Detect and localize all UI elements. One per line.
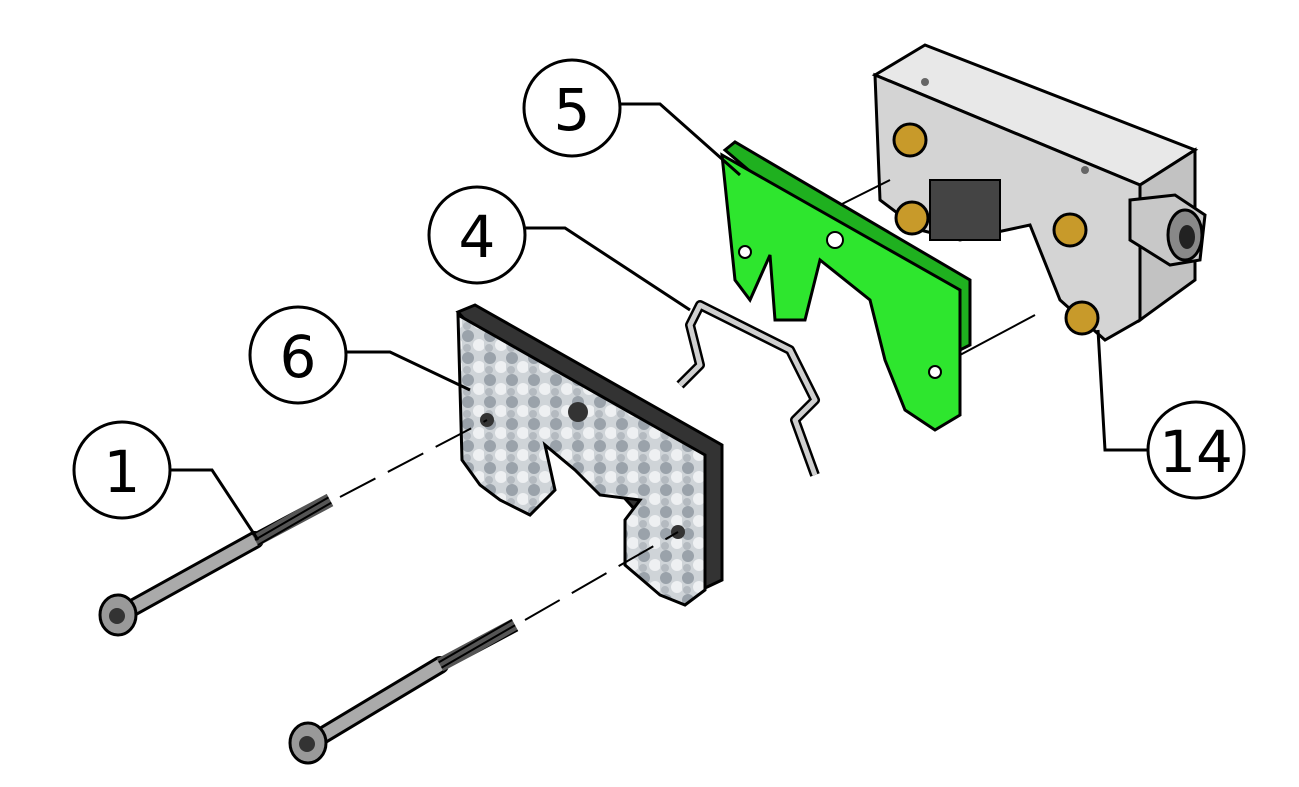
leader-lines xyxy=(170,102,1148,541)
callout-1: 1 xyxy=(72,420,172,520)
bolt-upper xyxy=(98,493,334,637)
end-plate-green xyxy=(720,140,972,432)
callout-label: 14 xyxy=(1159,418,1233,486)
callout-label: 5 xyxy=(554,76,591,144)
callout-5: 5 xyxy=(522,58,622,158)
callout-label: 4 xyxy=(459,203,496,271)
end-seal-plate xyxy=(455,303,724,607)
assembly-axis-lines xyxy=(339,419,679,621)
carriage-block xyxy=(871,43,1207,342)
bolt-lower xyxy=(288,618,519,765)
callout-label: 1 xyxy=(104,438,141,506)
wiper-seal xyxy=(676,300,820,477)
callout-label: 6 xyxy=(280,323,317,391)
grease-nipple xyxy=(1128,193,1207,267)
brass-screws xyxy=(892,122,1100,336)
callout-14: 14 xyxy=(1146,400,1246,500)
callout-6: 6 xyxy=(248,305,348,405)
callout-4: 4 xyxy=(427,185,527,285)
